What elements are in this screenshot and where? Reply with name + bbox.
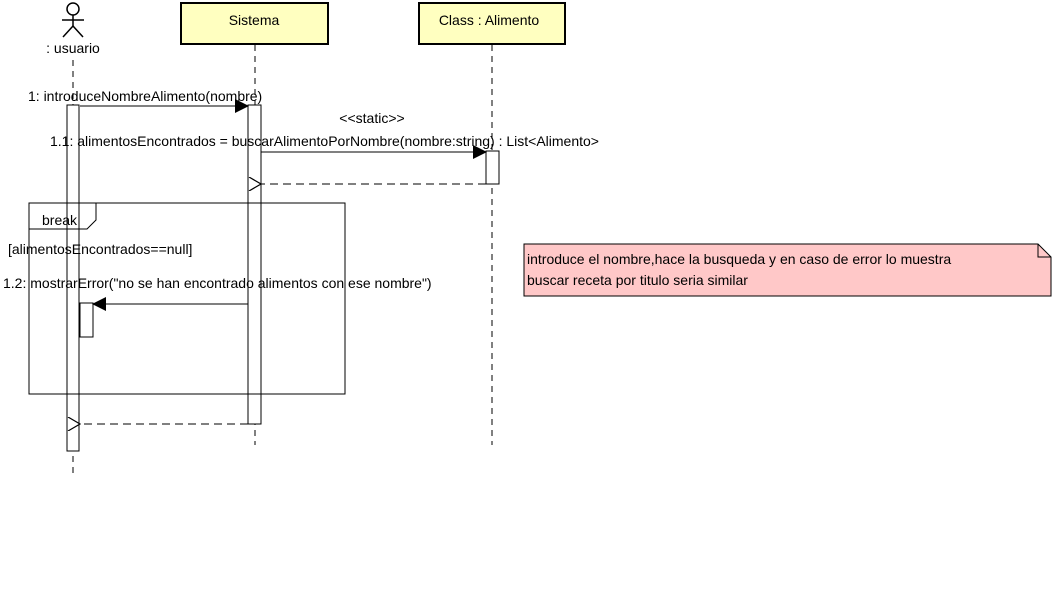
note-shape — [523, 243, 1052, 297]
participant-alimento[interactable]: Class : Alimento — [418, 2, 566, 45]
message-label: 1.2: mostrarError("no se han encontrado … — [3, 275, 432, 291]
activation-usuario-self[interactable] — [79, 302, 94, 338]
break-fragment-tab — [29, 202, 97, 230]
message-stereotype: <<static>> — [339, 110, 404, 126]
activation-usuario[interactable] — [66, 104, 80, 452]
message-introduce-nombre[interactable]: 1: introduceNombreAlimento(nombre) — [28, 88, 262, 113]
actor-usuario-label: : usuario — [46, 40, 100, 56]
message-label: 1.1: alimentosEncontrados = buscarAlimen… — [50, 133, 599, 149]
break-fragment-frame — [28, 202, 346, 395]
participant-alimento-label: Class : Alimento — [439, 12, 540, 28]
stick-figure-icon — [62, 2, 84, 38]
note-fold — [1037, 244, 1051, 258]
participant-sistema-label: Sistema — [229, 12, 280, 28]
note-line-1: introduce el nombre,hace la busqueda y e… — [527, 251, 951, 267]
message-buscar-alimento[interactable]: <<static>> 1.1: alimentosEncontrados = b… — [50, 110, 599, 159]
break-guard: [alimentosEncontrados==null] — [8, 241, 192, 257]
message-label: 1: introduceNombreAlimento(nombre) — [28, 88, 262, 104]
message-mostrar-error[interactable]: 1.2: mostrarError("no se han encontrado … — [3, 275, 432, 311]
activation-alimento[interactable] — [485, 150, 500, 185]
note-line-2: buscar receta por titulo seria similar — [527, 272, 748, 288]
actor-usuario[interactable]: : usuario — [46, 2, 100, 56]
participant-sistema-box — [180, 2, 329, 45]
participant-alimento-box — [418, 2, 566, 45]
activation-sistema[interactable] — [247, 104, 262, 425]
note[interactable]: introduce el nombre,hace la busqueda y e… — [523, 243, 1052, 297]
participant-sistema[interactable]: Sistema — [180, 2, 329, 45]
break-fragment[interactable]: break [alimentosEncontrados==null] — [8, 202, 346, 395]
break-operator: break — [42, 212, 78, 228]
